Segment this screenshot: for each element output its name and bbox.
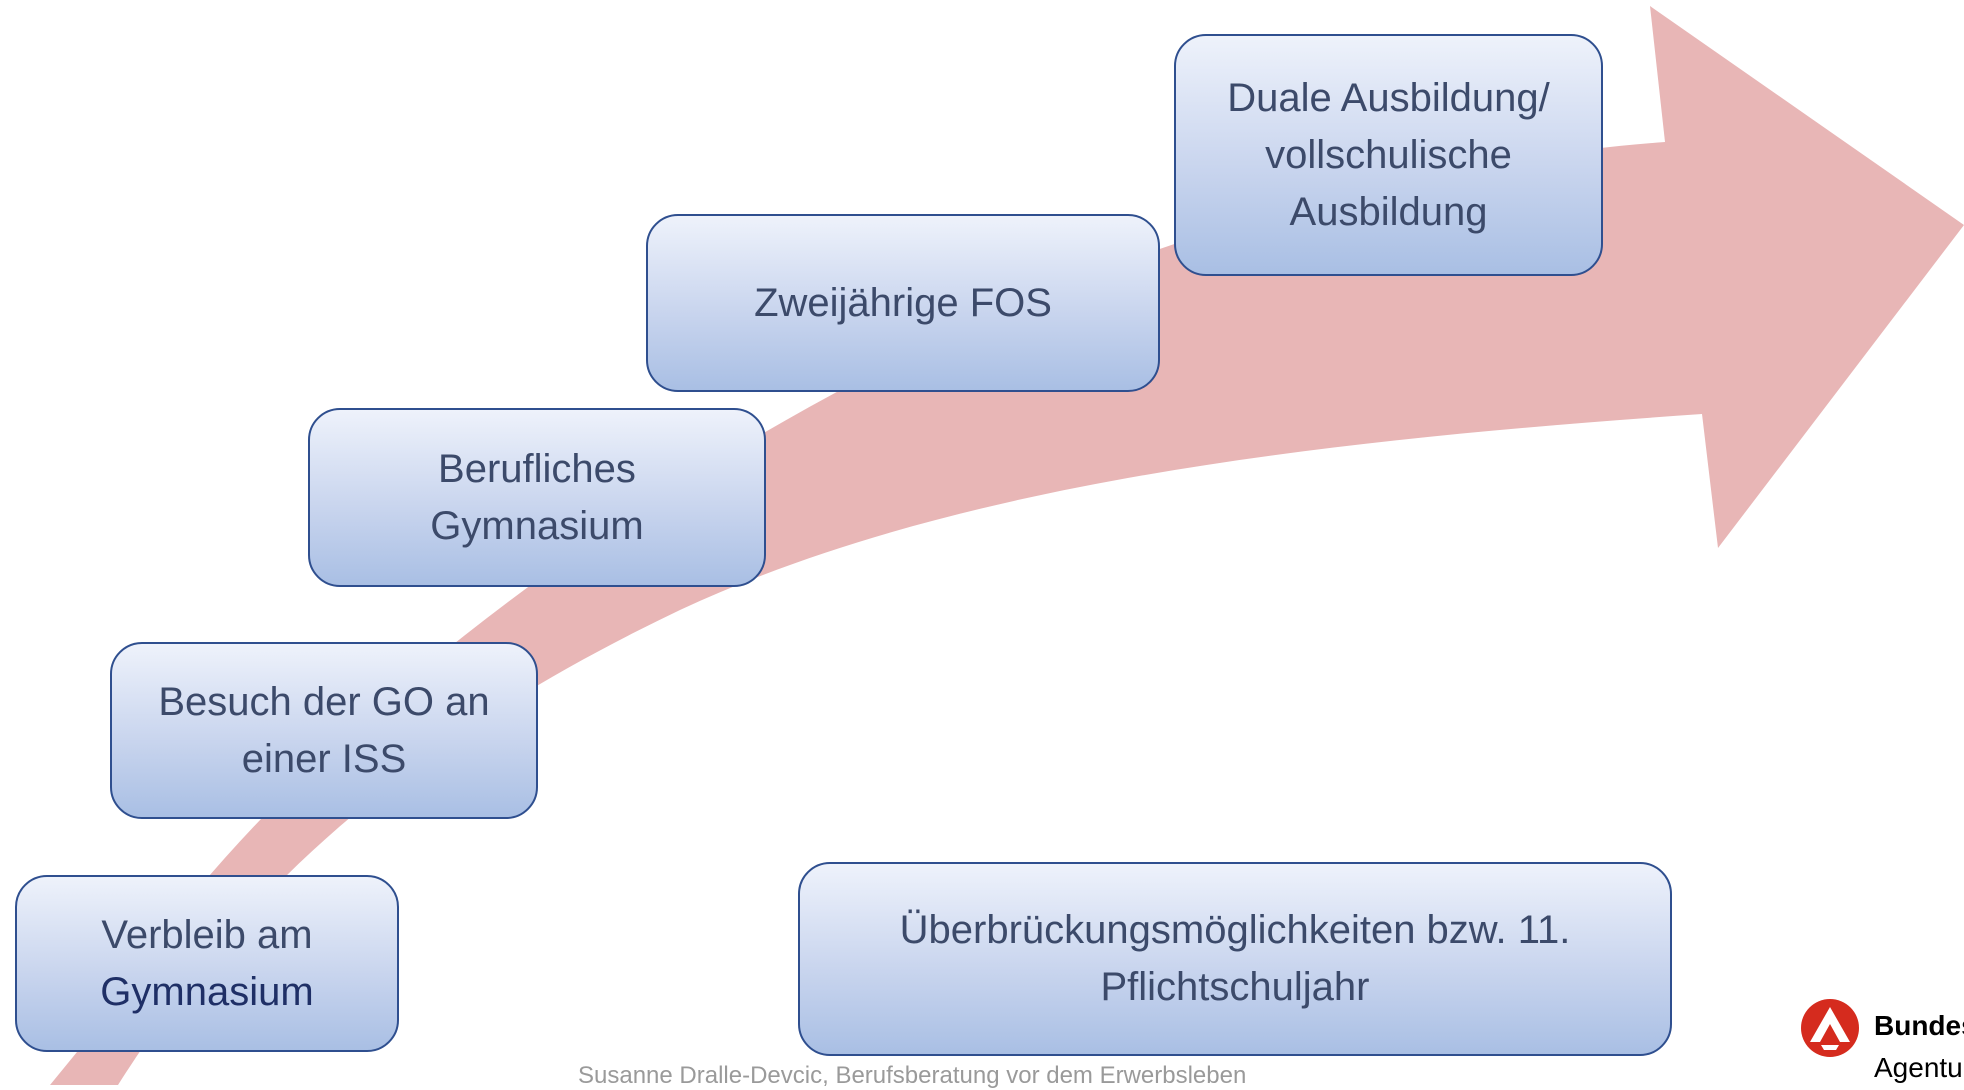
logo-wordmark-line1: Bundes bbox=[1874, 1010, 1964, 1041]
bridge-label-line1: Überbrückungsmöglichkeiten bzw. 11. bbox=[899, 908, 1571, 952]
logo-wordmark-line2: Agentur bbox=[1874, 1052, 1964, 1083]
step-label-line1: Besuch der GO an bbox=[158, 679, 490, 724]
step-label-line1: Berufliches bbox=[438, 446, 636, 491]
step-box-berufliches-gymnasium: Berufliches Gymnasium bbox=[308, 408, 766, 587]
bridge-box-ueberbrueckung: Überbrückungsmöglichkeiten bzw. 11. Pfli… bbox=[798, 862, 1672, 1056]
step-box-zweijaehrige-fos: Zweijährige FOS bbox=[646, 214, 1160, 392]
bundesagentur-logo-icon bbox=[1801, 999, 1859, 1057]
step-label-line2: Gymnasium bbox=[430, 503, 644, 548]
step-label-line1: Zweijährige FOS bbox=[754, 280, 1052, 325]
step-label-line3: Ausbildung bbox=[1289, 189, 1488, 234]
step-box-duale-ausbildung: Duale Ausbildung/ vollschulische Ausbild… bbox=[1174, 34, 1603, 276]
step-label-line2: vollschulische bbox=[1265, 132, 1512, 177]
step-label-line2: einer ISS bbox=[241, 736, 407, 781]
step-box-go-iss: Besuch der GO an einer ISS bbox=[110, 642, 538, 819]
bridge-label-line2: Pflichtschuljahr bbox=[1100, 965, 1370, 1009]
step-label-line1: Verbleib am bbox=[101, 912, 313, 957]
step-label-line1: Duale Ausbildung/ bbox=[1227, 75, 1550, 120]
step-label-line2: Gymnasium bbox=[100, 969, 314, 1014]
footer-author-text: Susanne Dralle-Devcic, Berufsberatung vo… bbox=[578, 1062, 1247, 1089]
step-box-verbleib-gymnasium: Verbleib am Gymnasium bbox=[15, 875, 399, 1052]
